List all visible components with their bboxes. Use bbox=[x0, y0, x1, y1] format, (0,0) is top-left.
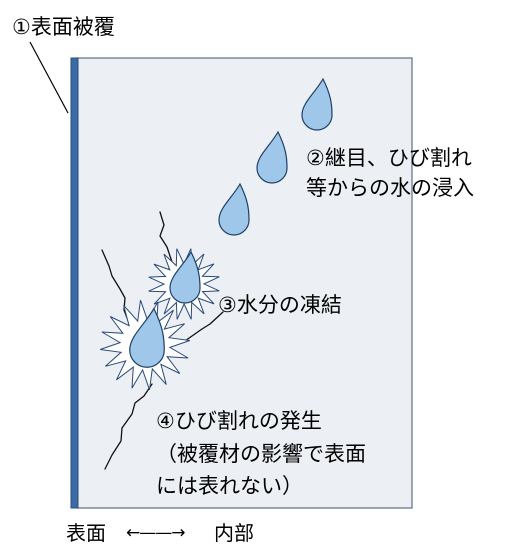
crack-lower bbox=[104, 383, 153, 470]
water-drop-icon bbox=[256, 130, 288, 184]
crack-label-line2: （被覆材の影響で表面 bbox=[156, 442, 366, 466]
freeze-label: ③水分の凍結 bbox=[218, 293, 342, 317]
water-droplets bbox=[129, 77, 333, 368]
water-drop-icon bbox=[129, 307, 165, 368]
axis-double-arrow: ←——→ bbox=[126, 523, 185, 543]
water-entry-label-line1: ②継目、ひび割れ bbox=[306, 146, 472, 170]
coating-leader-line bbox=[29, 41, 69, 114]
water-entry-label-line2: 等からの水の浸入 bbox=[306, 176, 474, 200]
concrete-panel bbox=[76, 57, 413, 509]
water-drop-icon bbox=[218, 182, 250, 236]
crack-label-line3: には表れない） bbox=[156, 474, 303, 498]
crack-middle bbox=[181, 311, 224, 344]
axis-interior-label: 内部 bbox=[214, 521, 254, 545]
coating-label: ①表面被覆 bbox=[12, 15, 115, 39]
water-drop-icon bbox=[301, 77, 333, 131]
surface-coating-bar bbox=[70, 57, 79, 509]
axis-surface-label: 表面 bbox=[66, 521, 106, 545]
water-drop-icon bbox=[169, 250, 201, 304]
crack-label-line1: ④ひび割れの発生 bbox=[156, 409, 322, 433]
